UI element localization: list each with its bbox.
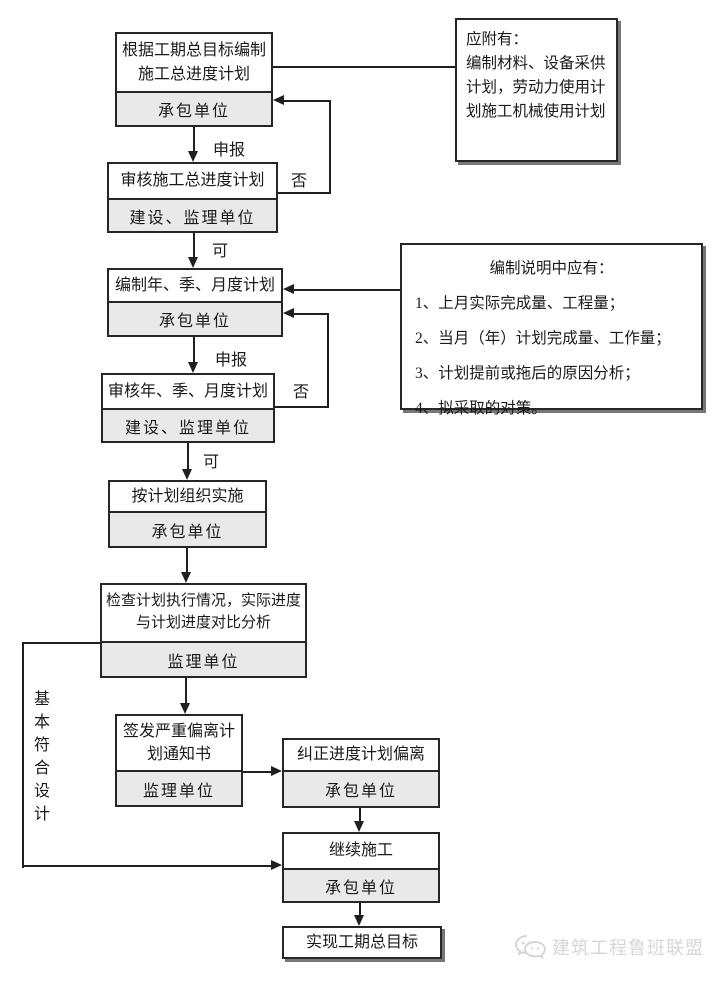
step-title: 按计划组织实施 bbox=[131, 487, 244, 505]
connector-b3-b4 bbox=[193, 337, 195, 365]
step-title: 继续施工 bbox=[328, 842, 393, 860]
arrowhead-left-b3-title bbox=[283, 284, 294, 294]
arrowhead-left-b1 bbox=[273, 95, 284, 105]
arrowhead-down-b10 bbox=[354, 915, 364, 926]
connector-b6-b7 bbox=[185, 678, 187, 705]
connector-b9-b10 bbox=[359, 903, 361, 917]
edge-label-yes-2: 可 bbox=[203, 454, 220, 471]
note-explanation-title: 编制说明中应有： bbox=[489, 260, 614, 277]
step-box-achieve-goal: 实现工期总目标 bbox=[282, 926, 442, 959]
note-explanation: 编制说明中应有： 1、上月实际完成量、工程量； 2、当月（年）计划完成量、工作量… bbox=[400, 243, 703, 417]
step-title: 实现工期总目标 bbox=[305, 933, 418, 951]
connector-loop1-bottom bbox=[278, 192, 331, 194]
arrowhead-down-b7 bbox=[180, 703, 190, 714]
connector-bypass-top bbox=[22, 642, 100, 644]
edge-label-declare-1: 申报 bbox=[213, 142, 246, 159]
note-explanation-item: 4、拟采取的对策。 bbox=[415, 400, 547, 417]
connector-loop1-top bbox=[284, 100, 331, 102]
watermark-text: 建筑工程鲁班联盟 bbox=[552, 938, 704, 958]
step-title: 根据工期总目标编制施工总进度计划 bbox=[121, 42, 266, 83]
connector-b8-b9 bbox=[359, 808, 361, 823]
step-box-compile-periodic-plan: 编制年、季、月度计划 承包单位 bbox=[107, 268, 283, 337]
step-agency: 建设、监理单位 bbox=[109, 198, 276, 231]
arrowhead-down-b6 bbox=[181, 572, 191, 583]
note-explanation-item: 1、上月实际完成量、工程量； bbox=[415, 295, 625, 312]
step-agency: 承包单位 bbox=[110, 511, 265, 546]
step-agency: 建设、监理单位 bbox=[103, 408, 273, 441]
edge-label-declare-2: 申报 bbox=[215, 352, 248, 369]
step-title: 检查计划执行情况，实际进度与计划进度对比分析 bbox=[106, 593, 302, 631]
step-agency: 监理单位 bbox=[117, 770, 241, 805]
step-title: 纠正进度计划偏离 bbox=[296, 746, 425, 764]
connector-loop2-bottom bbox=[275, 406, 329, 408]
arrowhead-down-b4 bbox=[188, 362, 198, 373]
step-box-review-master-plan: 审核施工总进度计划 建设、监理单位 bbox=[107, 162, 278, 233]
step-box-check-progress: 检查计划执行情况，实际进度与计划进度对比分析 监理单位 bbox=[100, 583, 307, 678]
connector-b1-b2 bbox=[193, 127, 195, 153]
edge-label-no-2: 否 bbox=[293, 384, 310, 401]
step-box-correct-deviation: 纠正进度计划偏离 承包单位 bbox=[282, 738, 440, 808]
connector-b4-b5 bbox=[187, 443, 189, 471]
connector-loop1-vertical bbox=[329, 100, 331, 194]
arrowhead-down-b9 bbox=[354, 821, 364, 832]
arrowhead-right-b8 bbox=[271, 766, 282, 776]
connector-note2-b3 bbox=[292, 289, 400, 291]
step-title: 审核年、季、月度计划 bbox=[107, 382, 268, 400]
connector-b2-b3 bbox=[193, 233, 195, 259]
connector-loop2-top bbox=[292, 313, 329, 315]
step-agency: 承包单位 bbox=[117, 91, 271, 125]
arrowhead-right-b9 bbox=[271, 860, 282, 870]
wechat-icon bbox=[514, 935, 547, 960]
connector-b1-note1 bbox=[273, 66, 455, 68]
edge-label-no-1: 否 bbox=[291, 173, 308, 190]
connector-b7-b8 bbox=[243, 771, 273, 773]
step-agency: 承包单位 bbox=[109, 301, 281, 335]
step-box-continue-construction: 继续施工 承包单位 bbox=[282, 832, 440, 903]
step-title: 编制年、季、月度计划 bbox=[114, 276, 275, 294]
note-explanation-item: 2、当月（年）计划完成量、工作量； bbox=[415, 330, 671, 347]
note-attachments-text: 应附有： 编制材料、设备采供计划，劳动力使用计划施工机械使用计划 bbox=[466, 31, 606, 121]
edge-label-basically-conforms: 基本符合设计 bbox=[31, 690, 48, 828]
note-explanation-item: 3、计划提前或拖后的原因分析； bbox=[415, 365, 640, 382]
step-box-review-periodic-plan: 审核年、季、月度计划 建设、监理单位 bbox=[101, 373, 275, 443]
connector-bypass-bottom bbox=[22, 865, 272, 867]
step-box-issue-deviation-notice: 签发严重偏离计划通知书 监理单位 bbox=[115, 714, 243, 807]
arrowhead-left-b3-agency bbox=[283, 308, 294, 318]
connector-loop2-vertical bbox=[327, 313, 329, 408]
note-attachments: 应附有： 编制材料、设备采供计划，劳动力使用计划施工机械使用计划 bbox=[455, 18, 618, 162]
arrowhead-down-b2 bbox=[188, 151, 198, 162]
step-agency: 承包单位 bbox=[284, 868, 438, 901]
edge-label-yes-1: 可 bbox=[212, 243, 229, 260]
arrowhead-down-b3 bbox=[188, 257, 198, 268]
step-title: 签发严重偏离计划通知书 bbox=[122, 722, 235, 763]
connector-bypass-vertical bbox=[22, 642, 24, 868]
step-agency: 监理单位 bbox=[102, 641, 305, 676]
step-agency: 承包单位 bbox=[284, 770, 438, 806]
step-box-implement-plan: 按计划组织实施 承包单位 bbox=[108, 480, 267, 548]
arrowhead-down-b5 bbox=[182, 469, 192, 480]
step-box-compile-master-plan: 根据工期总目标编制施工总进度计划 承包单位 bbox=[115, 32, 273, 127]
step-title: 审核施工总进度计划 bbox=[120, 172, 265, 190]
connector-b5-b6 bbox=[186, 548, 188, 574]
watermark: 建筑工程鲁班联盟 bbox=[514, 934, 704, 960]
